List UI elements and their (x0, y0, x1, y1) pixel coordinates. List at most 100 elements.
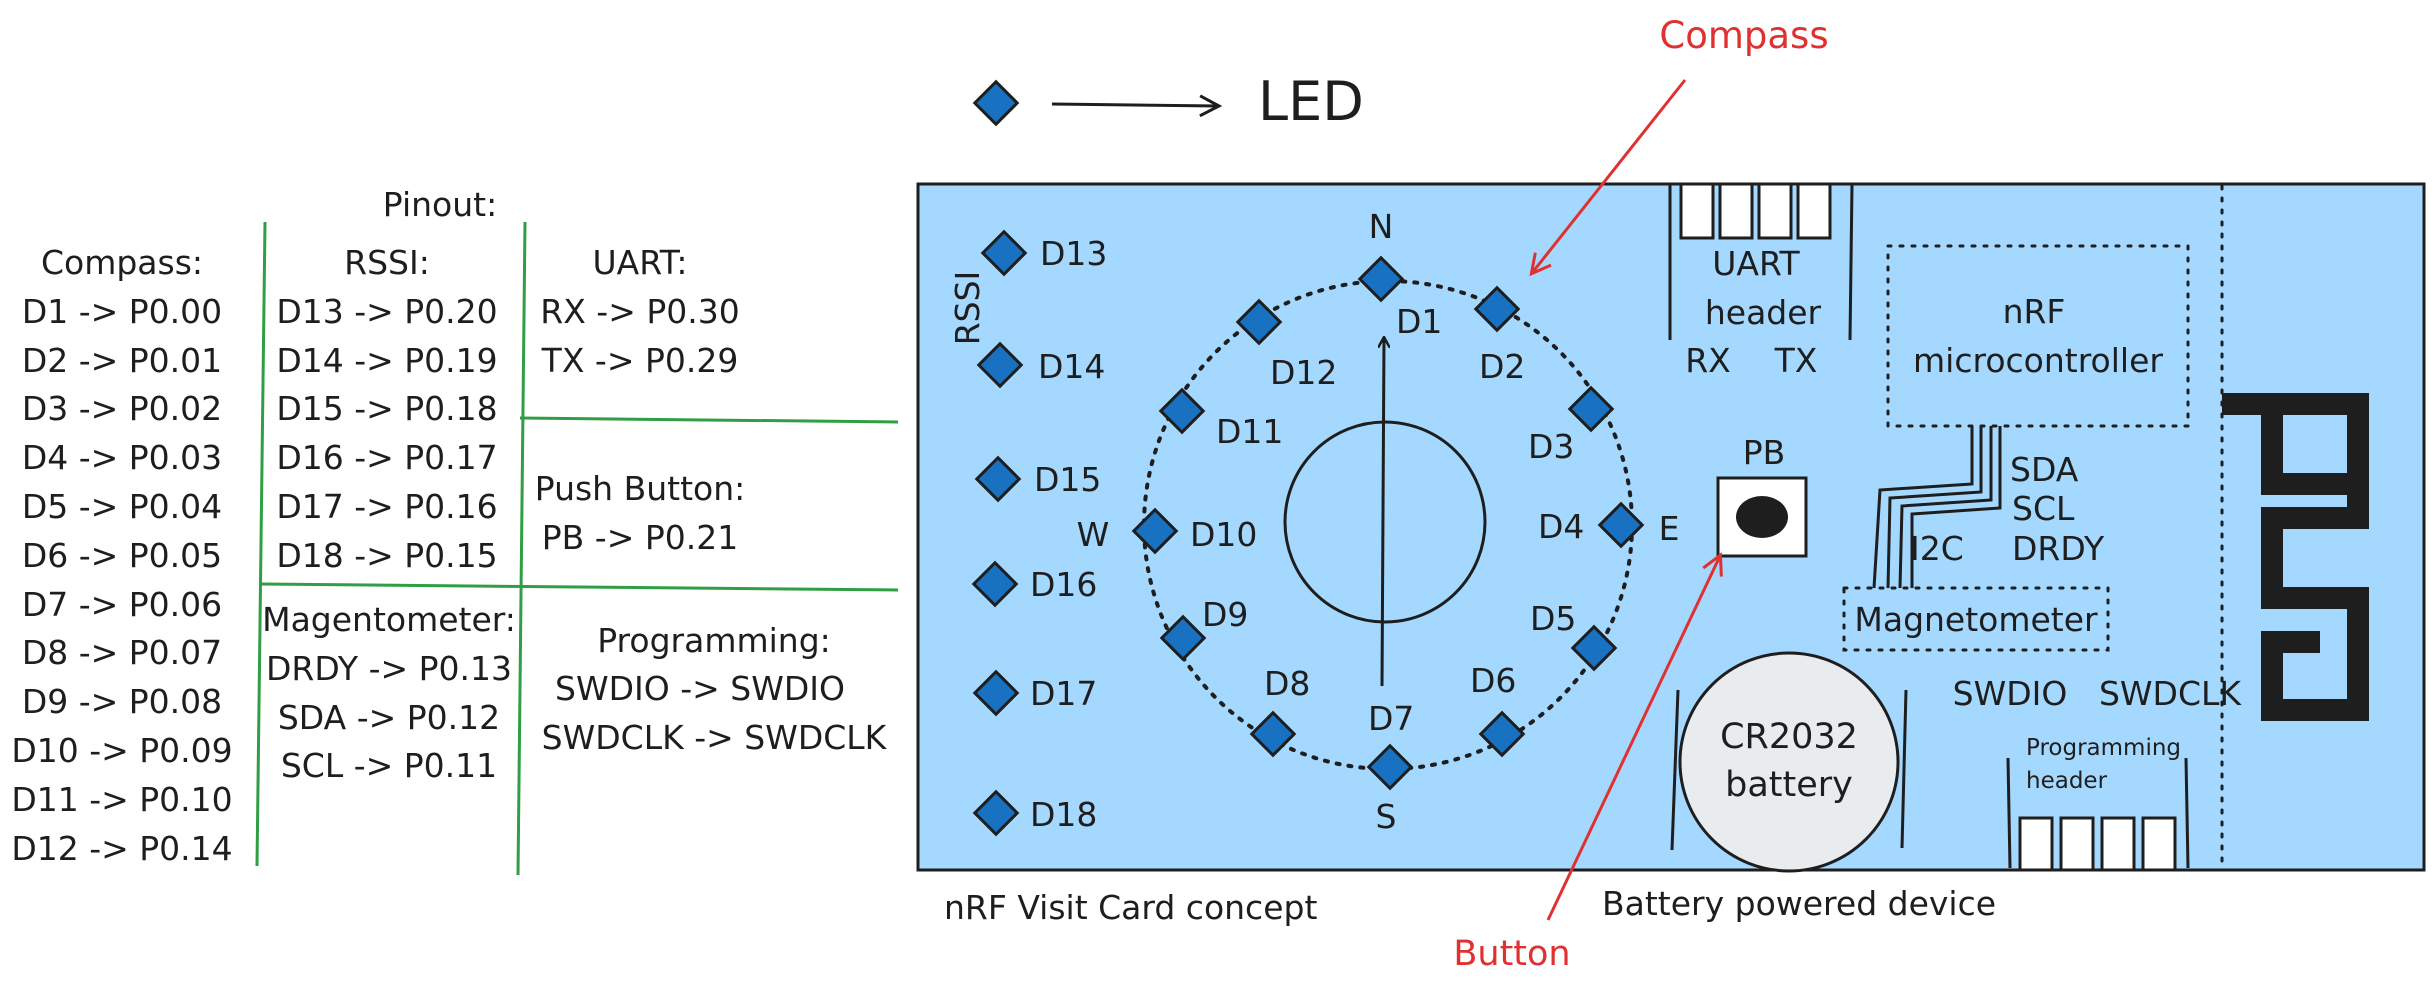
i2c-sda-label: SDA (2010, 450, 2079, 489)
pinout-magnetometer-heading: Magentometer: (262, 600, 516, 639)
led-label: D7 (1368, 699, 1414, 738)
pinout-row: D14 -> P0.19 (276, 341, 497, 380)
led-d9: D9 (1159, 595, 1248, 662)
led-label: D18 (1030, 795, 1097, 834)
pinout-row: D15 -> P0.18 (276, 389, 497, 428)
direction-south: S (1376, 797, 1397, 836)
pinout-row: D12 -> P0.14 (11, 829, 232, 868)
led-d13: D13 (980, 229, 1107, 277)
led-label: D15 (1034, 460, 1101, 499)
legend: LED (972, 70, 1364, 133)
pinout-row: PB -> P0.21 (542, 518, 738, 557)
led-label: D3 (1528, 427, 1574, 466)
coin-cell-battery: CR2032 battery (1670, 651, 1908, 873)
pinout-compass-column: Compass: D1 -> P0.00 D2 -> P0.01 D3 -> P… (11, 243, 232, 868)
led-d7: D7 (1366, 699, 1414, 791)
rssi-leds: RSSI D13 D14 D15 D16 D17 (948, 229, 1107, 837)
direction-west: W (1077, 515, 1110, 554)
led-d11: D11 (1158, 387, 1283, 451)
led-label: D1 (1396, 302, 1442, 341)
led-label: D11 (1216, 412, 1283, 451)
compass-annotation-arrow (1532, 79, 1687, 273)
pinout-row: TX -> P0.29 (541, 341, 739, 380)
pinout-uart-column: UART: RX -> P0.30 TX -> P0.29 (540, 243, 739, 380)
i2c-label: I2C (1910, 529, 1964, 568)
led-d10: D10 (1131, 507, 1257, 555)
swdio-label: SWDIO (1953, 674, 2068, 713)
led-d3: D3 (1528, 385, 1615, 466)
pinout-row: D1 -> P0.00 (22, 292, 222, 331)
led-label: D8 (1264, 664, 1310, 703)
pinout-compass-heading: Compass: (41, 243, 203, 282)
battery-caption: Battery powered device (1602, 884, 1996, 923)
board: RSSI D13 D14 D15 D16 D17 (916, 182, 2426, 873)
pinout-row: D11 -> P0.10 (11, 780, 232, 819)
led-label: D4 (1538, 507, 1584, 546)
pinout-row: D16 -> P0.17 (276, 438, 497, 477)
magnetometer-label: Magnetometer (1854, 600, 2098, 639)
uart-header-pins (1679, 182, 1832, 240)
pinout-row: D9 -> P0.08 (22, 682, 222, 721)
push-button: PB (1716, 433, 1808, 558)
pinout-dividers (255, 221, 899, 876)
compass-needle (1382, 338, 1384, 687)
mcu-title: nRF (2003, 292, 2066, 331)
pinout-row: D17 -> P0.16 (276, 487, 497, 526)
pinout-row: D3 -> P0.02 (22, 389, 222, 428)
uart-tx-pin-label: TX (1774, 341, 1818, 380)
pinout-row: D2 -> P0.01 (22, 341, 222, 380)
led-d12: D12 (1235, 298, 1337, 392)
led-label: D14 (1038, 347, 1105, 386)
battery-cell (1678, 651, 1900, 873)
programming-header-title: header (2026, 768, 2108, 794)
compass-annotation-label: Compass (1659, 14, 1828, 57)
led-label: D17 (1030, 674, 1097, 713)
programming-header: SWDIO SWDCLK Programming header (1953, 674, 2242, 872)
pinout-row: D5 -> P0.04 (22, 487, 222, 526)
magnetometer: Magnetometer (1842, 586, 2110, 652)
pinout-rssi-column: RSSI: D13 -> P0.20 D14 -> P0.19 D15 -> P… (276, 243, 497, 575)
pinout-row: SCL -> P0.11 (281, 746, 497, 785)
pcb-antenna-trace (2261, 404, 2369, 518)
legend-led-diamond (972, 79, 1020, 127)
led-label: D16 (1030, 565, 1097, 604)
legend-led-label: LED (1258, 70, 1364, 133)
uart-header-title: header (1705, 293, 1822, 332)
led-d5: D5 (1530, 599, 1618, 672)
led-label: D5 (1530, 599, 1576, 638)
nrf-microcontroller: nRF microcontroller (1886, 244, 2190, 428)
led-label: D12 (1270, 353, 1337, 392)
pinout-table: Pinout: Compass: D1 -> P0.00 D2 -> P0.01… (11, 185, 899, 876)
i2c-drdy-label: DRDY (2012, 529, 2105, 568)
push-button-label: PB (1743, 433, 1786, 472)
mcu-title: microcontroller (1913, 341, 2163, 380)
pinout-magnetometer-column: Magentometer: DRDY -> P0.13 SDA -> P0.12… (262, 600, 516, 785)
pinout-row: D13 -> P0.20 (276, 292, 497, 331)
battery-label: CR2032 (1720, 717, 1858, 757)
led-label: D10 (1190, 515, 1257, 554)
pinout-push-button-column: Push Button: PB -> P0.21 (535, 469, 746, 557)
pinout-programming-column: Programming: SWDIO -> SWDIO SWDCLK -> SW… (542, 621, 888, 757)
programming-header-pins (2018, 816, 2177, 872)
pinout-push-button-heading: Push Button: (535, 469, 746, 508)
pinout-row: SWDIO -> SWDIO (555, 669, 845, 708)
uart-header: UART header RX TX (1668, 182, 1854, 380)
annotations: Compass Button (1453, 14, 1828, 974)
uart-rx-pin-label: RX (1685, 341, 1731, 380)
pinout-row: SWDCLK -> SWDCLK (542, 718, 888, 757)
button-annotation-arrow (1546, 556, 1720, 921)
pinout-rssi-heading: RSSI: (344, 243, 430, 282)
led-d8: D8 (1249, 664, 1310, 758)
led-d16: D16 (971, 560, 1097, 608)
led-d17: D17 (972, 669, 1097, 717)
programming-header-title: Programming (2026, 735, 2181, 761)
led-d14: D14 (976, 341, 1105, 389)
pinout-row: RX -> P0.30 (540, 292, 739, 331)
led-label: D9 (1202, 595, 1248, 634)
legend-arrow (1051, 104, 1218, 106)
button-annotation-label: Button (1453, 934, 1570, 974)
led-d4: D4 (1538, 501, 1645, 549)
led-d18: D18 (972, 789, 1097, 837)
